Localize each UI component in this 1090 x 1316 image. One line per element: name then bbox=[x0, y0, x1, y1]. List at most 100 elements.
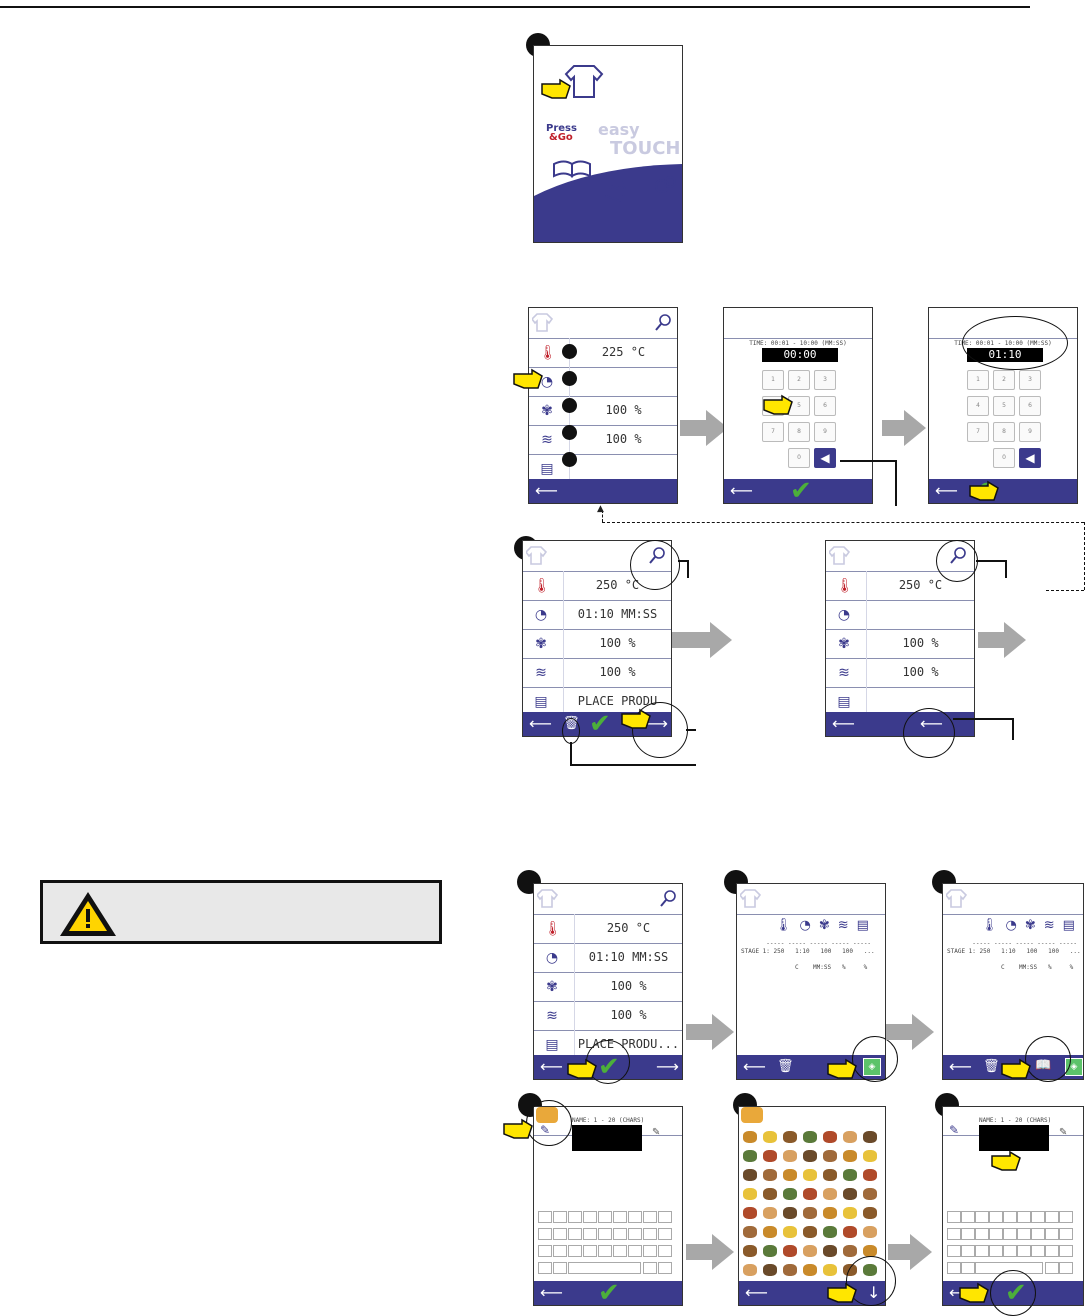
food-image-item[interactable] bbox=[863, 1169, 877, 1181]
keyboard-key[interactable] bbox=[989, 1228, 1003, 1240]
keyboard-key[interactable] bbox=[1031, 1211, 1045, 1223]
back-arrow-icon[interactable]: ⟵ bbox=[949, 1057, 972, 1076]
food-image-item[interactable] bbox=[863, 1131, 877, 1143]
keyboard-key[interactable] bbox=[1017, 1245, 1031, 1257]
food-image-item[interactable] bbox=[823, 1264, 837, 1276]
keyboard-key[interactable] bbox=[1003, 1245, 1017, 1257]
keyboard-key[interactable] bbox=[613, 1245, 627, 1257]
food-image-item[interactable] bbox=[763, 1169, 777, 1181]
name-input[interactable] bbox=[572, 1125, 642, 1151]
keyboard-key[interactable] bbox=[583, 1245, 597, 1257]
key-2[interactable]: 2 bbox=[788, 370, 810, 390]
time-row[interactable]: ◔01:10 MM:SS bbox=[534, 943, 682, 973]
food-image-item[interactable] bbox=[863, 1188, 877, 1200]
keyboard-key[interactable] bbox=[1059, 1245, 1073, 1257]
food-image-item[interactable] bbox=[843, 1150, 857, 1162]
keyboard-key[interactable] bbox=[1059, 1262, 1073, 1274]
magnifier-icon[interactable] bbox=[653, 312, 673, 332]
next-arrow-icon[interactable]: ⟶ bbox=[656, 1057, 679, 1076]
food-image-item[interactable] bbox=[823, 1245, 837, 1257]
back-arrow-icon[interactable]: ⟵ bbox=[832, 714, 855, 733]
food-image-item[interactable] bbox=[823, 1131, 837, 1143]
keyboard-key[interactable] bbox=[975, 1211, 989, 1223]
temperature-row[interactable]: 🌡250 °C bbox=[523, 571, 671, 601]
back-arrow-icon[interactable]: ⟵ bbox=[730, 481, 753, 500]
keyboard-key[interactable] bbox=[961, 1211, 975, 1223]
magnifier-icon[interactable] bbox=[658, 888, 678, 908]
keyboard-key[interactable] bbox=[989, 1245, 1003, 1257]
keyboard-key[interactable] bbox=[598, 1228, 612, 1240]
food-image-item[interactable] bbox=[823, 1150, 837, 1162]
time-row[interactable]: ◔ bbox=[529, 367, 677, 397]
key-4[interactable]: 4 bbox=[967, 396, 989, 416]
steam-row[interactable]: ≋100 % bbox=[529, 425, 677, 455]
food-image-item[interactable] bbox=[783, 1226, 797, 1238]
check-icon[interactable]: ✔ bbox=[589, 709, 611, 737]
keyboard-key[interactable] bbox=[583, 1211, 597, 1223]
keyboard-key[interactable] bbox=[568, 1262, 641, 1274]
keyboard-key[interactable] bbox=[947, 1211, 961, 1223]
keyboard-key[interactable] bbox=[598, 1211, 612, 1223]
keyboard-key[interactable] bbox=[1031, 1228, 1045, 1240]
keyboard-key[interactable] bbox=[553, 1262, 567, 1274]
food-image-item[interactable] bbox=[803, 1226, 817, 1238]
key-9[interactable]: 9 bbox=[1019, 422, 1041, 442]
name-input[interactable] bbox=[979, 1125, 1049, 1151]
keyboard-key[interactable] bbox=[989, 1211, 1003, 1223]
keyboard-key[interactable] bbox=[628, 1211, 642, 1223]
key-1[interactable]: 1 bbox=[967, 370, 989, 390]
food-image-item[interactable] bbox=[783, 1131, 797, 1143]
temperature-row[interactable]: 🌡225 °C bbox=[529, 338, 677, 368]
fan-row[interactable]: ✾100 % bbox=[826, 629, 974, 659]
keyboard-key[interactable] bbox=[1017, 1211, 1031, 1223]
key-7[interactable]: 7 bbox=[762, 422, 784, 442]
food-image-item[interactable] bbox=[783, 1264, 797, 1276]
check-icon[interactable]: ✔ bbox=[598, 1278, 620, 1306]
backspace-key[interactable]: ◀ bbox=[814, 448, 836, 468]
food-image-item[interactable] bbox=[803, 1131, 817, 1143]
edit-icon[interactable]: ✎ bbox=[949, 1123, 960, 1137]
time-row[interactable]: ◔ bbox=[826, 600, 974, 630]
food-image-item[interactable] bbox=[783, 1188, 797, 1200]
on-screen-keyboard[interactable] bbox=[538, 1211, 680, 1283]
keyboard-key[interactable] bbox=[553, 1245, 567, 1257]
keyboard-key[interactable] bbox=[658, 1211, 672, 1223]
key-3[interactable]: 3 bbox=[1019, 370, 1041, 390]
keyboard-key[interactable] bbox=[975, 1245, 989, 1257]
food-image-item[interactable] bbox=[803, 1188, 817, 1200]
food-image-item[interactable] bbox=[843, 1245, 857, 1257]
keyboard-key[interactable] bbox=[1003, 1228, 1017, 1240]
back-arrow-icon[interactable]: ⟵ bbox=[540, 1057, 563, 1076]
food-image-item[interactable] bbox=[803, 1264, 817, 1276]
steam-row[interactable]: ≋100 % bbox=[523, 658, 671, 688]
key-7[interactable]: 7 bbox=[967, 422, 989, 442]
keyboard-key[interactable] bbox=[1045, 1228, 1059, 1240]
food-image-item[interactable] bbox=[803, 1245, 817, 1257]
back-arrow-icon[interactable]: ⟵ bbox=[935, 481, 958, 500]
food-image-item[interactable] bbox=[823, 1169, 837, 1181]
keyboard-key[interactable] bbox=[658, 1245, 672, 1257]
keyboard-key[interactable] bbox=[1059, 1228, 1073, 1240]
keyboard-key[interactable] bbox=[553, 1228, 567, 1240]
check-icon[interactable]: ✔ bbox=[790, 476, 812, 504]
keyboard-key[interactable] bbox=[538, 1262, 552, 1274]
back-arrow-icon[interactable]: ⟵ bbox=[745, 1283, 768, 1302]
clear-icon[interactable]: ✎ bbox=[652, 1127, 661, 1138]
keyboard-key[interactable] bbox=[1045, 1245, 1059, 1257]
back-arrow-icon[interactable]: ⟵ bbox=[743, 1057, 766, 1076]
back-arrow-icon[interactable]: ⟵ bbox=[540, 1283, 563, 1302]
keyboard-key[interactable] bbox=[1031, 1245, 1045, 1257]
temperature-row[interactable]: 🌡250 °C bbox=[826, 571, 974, 601]
fan-row[interactable]: ✾100 % bbox=[529, 396, 677, 426]
food-image-item[interactable] bbox=[863, 1245, 877, 1257]
key-8[interactable]: 8 bbox=[993, 422, 1015, 442]
key-6[interactable]: 6 bbox=[814, 396, 836, 416]
back-arrow-icon[interactable]: ⟵ bbox=[529, 714, 552, 733]
food-image-item[interactable] bbox=[783, 1169, 797, 1181]
keyboard-key[interactable] bbox=[1045, 1211, 1059, 1223]
press-go-logo[interactable]: Press &Go bbox=[546, 123, 577, 143]
keyboard-key[interactable] bbox=[538, 1228, 552, 1240]
keyboard-key[interactable] bbox=[643, 1262, 657, 1274]
food-image-item[interactable] bbox=[803, 1150, 817, 1162]
clear-icon[interactable]: ✎ bbox=[1059, 1127, 1068, 1138]
